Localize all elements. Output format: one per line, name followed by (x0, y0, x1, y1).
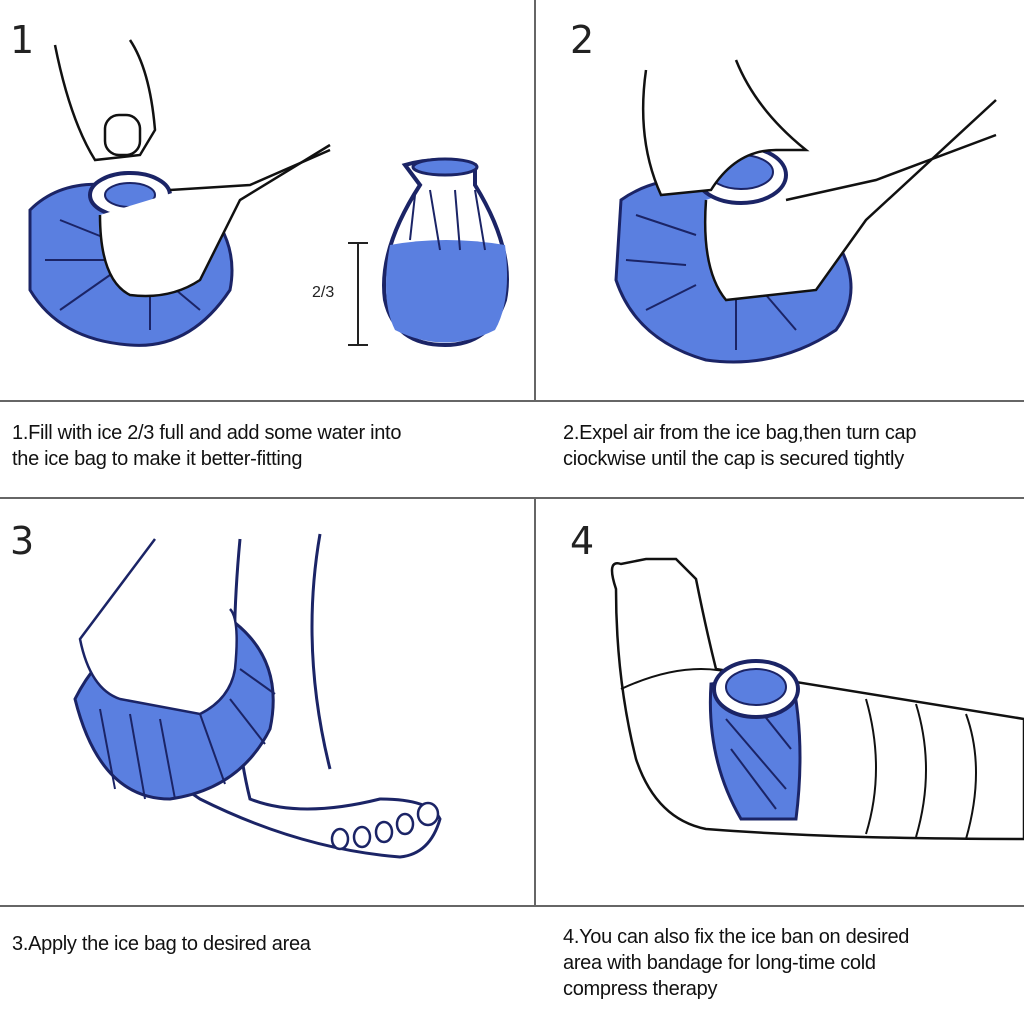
step-number: 4 (570, 519, 595, 563)
caption-line: the ice bag to make it better-fitting (12, 448, 303, 470)
step-3-caption: 3.Apply the ice bag to desired area (12, 931, 311, 957)
divider-middle (0, 497, 1024, 499)
caption-line: 3.Apply the ice bag to desired area (12, 933, 311, 955)
divider-vertical-top (534, 0, 536, 400)
step-4-caption: 4.You can also fix the ice ban on desire… (563, 924, 909, 1002)
step-3-panel: 3 (0, 499, 534, 905)
divider-bottom (0, 905, 1024, 907)
caption-line: area with bandage for long-time cold (563, 952, 876, 974)
caption-line: 4.You can also fix the ice ban on desire… (563, 926, 910, 948)
step-number: 3 (10, 519, 35, 563)
fill-ice-bag-illustration (28, 39, 509, 348)
two-thirds-label: 2/3 (312, 284, 335, 301)
step-number: 2 (570, 18, 595, 62)
divider-top (0, 400, 1024, 402)
step-2-caption: 2.Expel air from the ice bag,then turn c… (563, 420, 916, 472)
bandaged-ankle-illustration (610, 557, 1024, 841)
caption-line: 2.Expel air from the ice bag,then turn c… (563, 422, 917, 444)
step-4-panel: 4 (536, 499, 1024, 905)
step-1-panel: 1 2/3 (0, 0, 534, 400)
tighten-cap-illustration (614, 59, 997, 364)
step-number: 1 (10, 18, 35, 62)
step-1-caption: 1.Fill with ice 2/3 full and add some wa… (12, 420, 401, 472)
caption-line: ciockwise until the cap is secured tight… (563, 448, 904, 470)
caption-line: 1.Fill with ice 2/3 full and add some wa… (12, 422, 402, 444)
caption-line: compress therapy (563, 978, 718, 1000)
apply-ice-bag-illustration (73, 533, 442, 859)
step-2-panel: 2 (536, 0, 1024, 400)
divider-vertical-bottom (534, 497, 536, 905)
